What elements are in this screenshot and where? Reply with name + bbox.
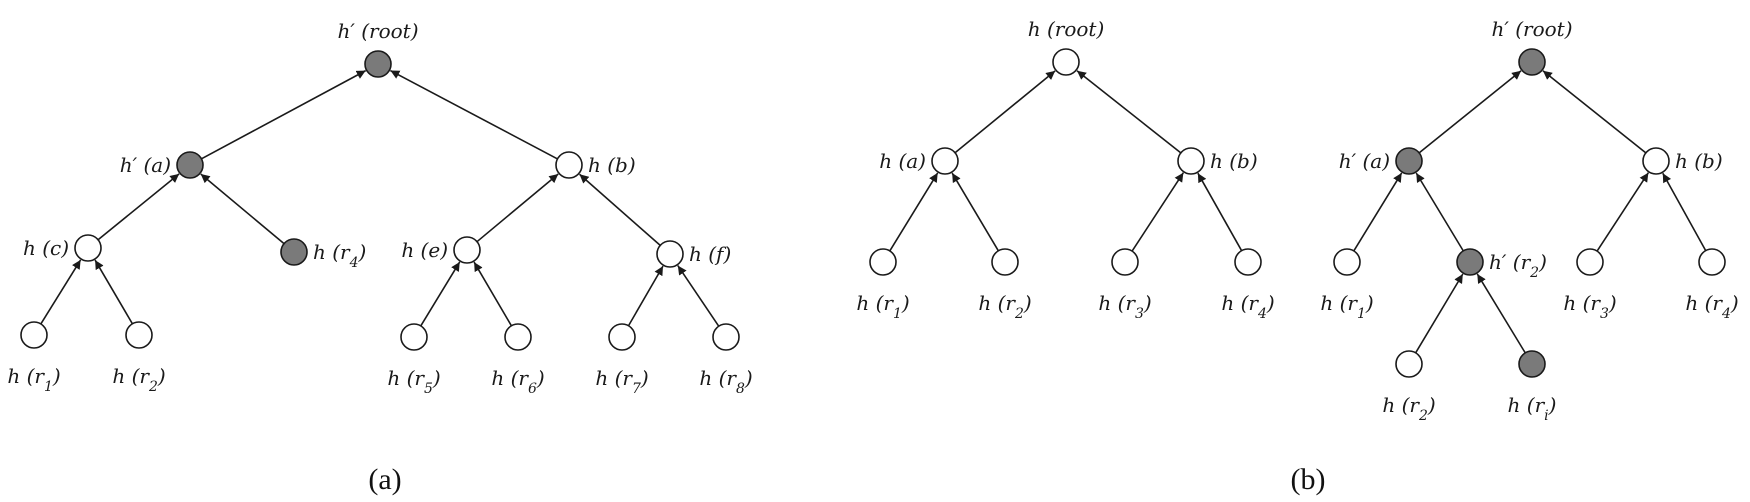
- node-b1_root: [1052, 48, 1080, 76]
- edge-a_r6-to-a_e: [473, 261, 513, 327]
- caption-b: (b): [1291, 463, 1326, 496]
- node-a_root: [364, 50, 392, 78]
- node-b2_r1: [1333, 248, 1361, 276]
- node-b1_r2: [991, 248, 1019, 276]
- label-a_b: h (b): [588, 153, 636, 177]
- label-b2_r2: h (r2): [1382, 393, 1435, 424]
- edge-b2_r2-to-b2_r2p: [1414, 273, 1464, 354]
- node-b1_b: [1177, 147, 1205, 175]
- label-b1_r2: h (r2): [978, 291, 1031, 322]
- nodes-layer: [20, 48, 1726, 378]
- edge-a_r8-to-a_f: [677, 265, 720, 327]
- edge-a_r7-to-a_f: [627, 265, 664, 327]
- label-a_r8: h (r8): [699, 366, 752, 397]
- label-a_r4: h (r4): [313, 240, 366, 271]
- label-a_a: h′ (a): [120, 153, 171, 177]
- label-a_c: h (c): [23, 236, 69, 260]
- node-b2_b: [1642, 147, 1670, 175]
- edge-b2_r2p-to-b2_a: [1415, 172, 1464, 252]
- node-a_b: [555, 151, 583, 179]
- label-b1_r3: h (r3): [1098, 291, 1151, 322]
- label-a_root: h′ (root): [337, 19, 418, 43]
- node-a_r1: [20, 321, 48, 349]
- edges-layer: [40, 69, 1707, 354]
- node-b1_a: [931, 147, 959, 175]
- node-a_r6: [504, 323, 532, 351]
- label-b2_root: h′ (root): [1491, 17, 1572, 41]
- label-b1_r4: h (r4): [1221, 291, 1274, 322]
- label-b2_r1: h (r1): [1320, 291, 1373, 322]
- node-a_r5: [400, 323, 428, 351]
- edge-b2_b-to-b2_root: [1542, 70, 1647, 154]
- edge-b1_b-to-b1_root: [1076, 70, 1182, 154]
- label-a_r6: h (r6): [491, 366, 544, 397]
- label-b2_r4: h (r4): [1685, 291, 1738, 322]
- edge-a_r4-to-a_a: [200, 173, 285, 245]
- label-b2_r2p: h′ (r2): [1489, 250, 1547, 281]
- edge-a_b-to-a_root: [390, 69, 558, 160]
- label-a_e: h (e): [401, 238, 448, 262]
- node-a_r2: [125, 321, 153, 349]
- node-b2_r3: [1576, 248, 1604, 276]
- edge-b2_r1-to-b2_a: [1353, 172, 1403, 252]
- node-b2_r2: [1395, 350, 1423, 378]
- node-a_c: [74, 234, 102, 262]
- label-b2_r3: h (r3): [1563, 291, 1616, 322]
- edge-a_a-to-a_root: [201, 69, 367, 160]
- node-a_r8: [712, 323, 740, 351]
- label-a_r5: h (r5): [387, 366, 440, 397]
- label-a_r7: h (r7): [595, 366, 648, 397]
- node-b2_ri: [1518, 350, 1546, 378]
- edge-a_r5-to-a_e: [420, 261, 461, 327]
- edge-a_c-to-a_a: [97, 173, 180, 241]
- edge-b1_r2-to-b1_a: [951, 172, 1000, 252]
- edge-a_f-to-a_b: [578, 173, 661, 247]
- node-b2_a: [1395, 147, 1423, 175]
- label-b2_a: h′ (a): [1339, 149, 1390, 173]
- node-a_f: [656, 240, 684, 268]
- edge-a_r2-to-a_c: [94, 259, 134, 325]
- label-b1_a: h (a): [879, 149, 926, 173]
- label-b1_b: h (b): [1210, 149, 1258, 173]
- labels-layer: h′ (root) h′ (a) h (b) h (c) h (r4) h (e) h (f…: [7, 17, 1738, 424]
- node-b1_r1: [869, 248, 897, 276]
- edge-b2_r4-to-b2_b: [1662, 172, 1707, 252]
- label-a_r1: h (r1): [7, 364, 60, 395]
- label-b1_r1: h (r1): [856, 291, 909, 322]
- edge-b1_r1-to-b1_a: [889, 172, 939, 252]
- edge-b1_r4-to-b1_b: [1197, 172, 1243, 252]
- edge-a_e-to-a_b: [476, 173, 559, 243]
- node-a_r7: [608, 323, 636, 351]
- label-b1_root: h (root): [1028, 17, 1105, 41]
- node-b2_root: [1518, 48, 1546, 76]
- edge-b2_a-to-b2_root: [1418, 70, 1522, 154]
- node-b2_r4: [1698, 248, 1726, 276]
- node-b2_r2p: [1456, 248, 1484, 276]
- node-b1_r4: [1234, 248, 1262, 276]
- node-a_a: [176, 151, 204, 179]
- node-b1_r3: [1111, 248, 1139, 276]
- node-a_r4: [280, 238, 308, 266]
- edge-b2_r3-to-b2_b: [1596, 172, 1650, 252]
- edge-b1_a-to-b1_root: [954, 70, 1056, 154]
- label-b2_b: h (b): [1675, 149, 1723, 173]
- node-a_e: [453, 236, 481, 264]
- label-a_r2: h (r2): [112, 364, 165, 395]
- edge-a_r1-to-a_c: [40, 259, 82, 325]
- label-a_f: h (f): [689, 242, 731, 266]
- caption-a: (a): [368, 463, 401, 496]
- edge-b2_ri-to-b2_r2p: [1476, 273, 1526, 354]
- edge-b1_r3-to-b1_b: [1131, 172, 1185, 252]
- label-b2_ri: h (ri): [1508, 393, 1557, 424]
